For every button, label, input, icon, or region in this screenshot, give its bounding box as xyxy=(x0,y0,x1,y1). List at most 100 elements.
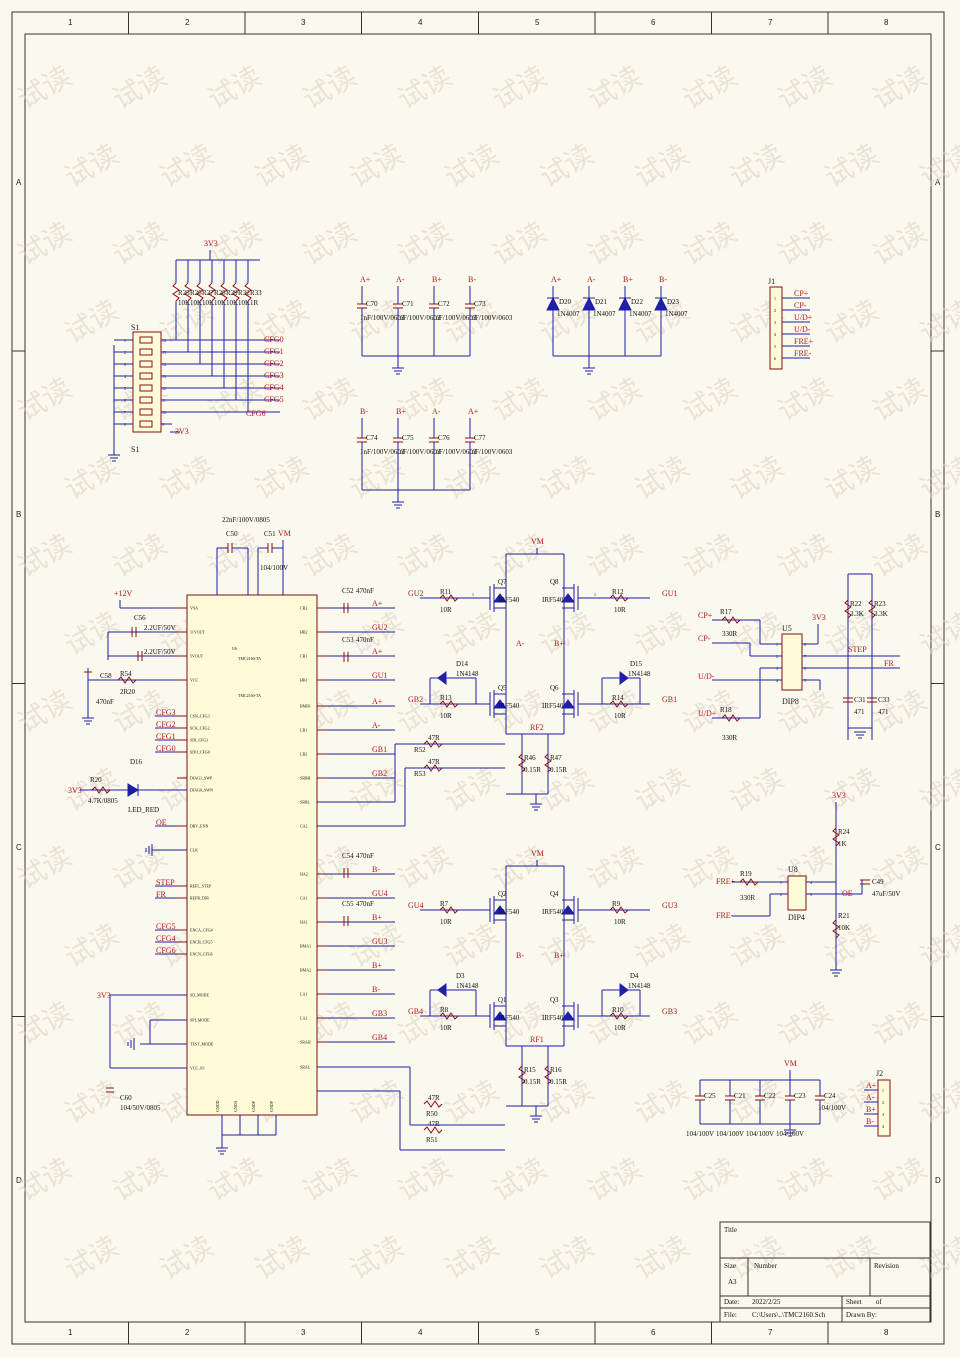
ic-left-net-9: CFG6 xyxy=(156,946,176,955)
c58-name: C58 xyxy=(100,672,112,680)
ic-part-2: TMC2160-TA xyxy=(238,693,261,698)
gate-res-value: 10R xyxy=(440,712,452,720)
ic-right-pin-18: SRAL xyxy=(300,1065,311,1070)
gate-net: GB2 xyxy=(408,695,423,704)
ic-right-net-13: B- xyxy=(372,985,380,994)
col-mark-top-5: 5 xyxy=(535,18,540,27)
ic-right-pin-0: CB2 xyxy=(300,606,307,611)
gate-diode-value: 1N4148 xyxy=(628,982,651,990)
mosfet-body-diode xyxy=(561,593,575,603)
h-bridge-b: VMQ2IRF540Q4IRF540Q1IRF540Q3IRF540R710RG… xyxy=(408,849,678,1144)
gate-diode xyxy=(437,983,447,997)
col-mark-bottom-6: 6 xyxy=(651,1328,656,1337)
mosfet-top-right: Q4 xyxy=(550,890,559,898)
cfg-res-name-0: R25 xyxy=(178,289,190,297)
ic-left-net-5: STEP xyxy=(156,878,175,887)
r17-value: 330R xyxy=(722,630,738,638)
vm-cap-name-0: C25 xyxy=(704,1092,716,1100)
ground-symbol xyxy=(784,1129,796,1137)
clamp-diode-value: 1N4007 xyxy=(665,310,688,318)
date-value: 2022/2/25 xyxy=(752,1298,781,1306)
c33-name: C33 xyxy=(878,696,890,704)
clamp-diode-value: 1N4007 xyxy=(629,310,652,318)
ic-right-pin-16: LA2 xyxy=(300,1016,307,1021)
bridge-out-right: B+ xyxy=(554,639,564,648)
mosfet-body-diode xyxy=(493,699,507,709)
r23-name: R23 xyxy=(874,600,886,608)
d16-value: LED_RED xyxy=(128,806,159,814)
sense-res-value: 0.15R xyxy=(550,1078,567,1086)
gate-res-value: 10R xyxy=(440,606,452,614)
bulk-capacitor-block: A+C701nF/100V/0603A-C711nF/100V/0603B+C7… xyxy=(357,275,513,509)
bulk-cap-name: C71 xyxy=(402,300,414,308)
ic-left-net-1: CFG2 xyxy=(156,720,176,729)
j1-pin-2: 2 xyxy=(774,308,776,313)
title-label: Title xyxy=(724,1226,737,1234)
sense-resistor xyxy=(518,753,526,773)
j1-net-5: FRE+ xyxy=(794,337,814,346)
ic-left-pin-12: REFL_STEP xyxy=(190,884,212,889)
ic-left-pin-10: DRV_ENN xyxy=(190,824,208,829)
row-mark-left-3: D xyxy=(16,1176,22,1185)
cfg-res-name-2: R27 xyxy=(202,289,214,297)
pin-number: 1 xyxy=(472,592,474,597)
sense-res-value: 0.15R xyxy=(524,1078,541,1086)
ic-left-pin-3: VCC xyxy=(190,678,199,683)
bulk-cap-value: 1nF/100V/0603 xyxy=(468,314,513,322)
ic-right-pin-4: BMB1 xyxy=(300,704,311,709)
row-mark-right-0: A xyxy=(935,178,941,187)
c56-value: 2.2UF/50V xyxy=(144,624,176,632)
ic-gnd-pin-1: GNDA xyxy=(233,1100,238,1112)
col-mark-bottom-7: 7 xyxy=(768,1328,773,1337)
gate-res-value: 10R xyxy=(614,918,626,926)
c49-name: C49 xyxy=(872,878,884,886)
gate-res-value: 10R xyxy=(440,1024,452,1032)
bulk-cap-net: A- xyxy=(432,407,441,416)
c54-name: C54 xyxy=(342,852,354,860)
j1-pin-1: 1 xyxy=(774,296,776,301)
u5-fr: FR xyxy=(884,659,894,668)
sense-input-name: R52 xyxy=(414,746,426,754)
cfg-resistor xyxy=(184,282,192,302)
cfg-res-name-1: R26 xyxy=(190,289,202,297)
clamp-diode-symbol xyxy=(618,296,632,311)
j2-pin-4: 4 xyxy=(882,1124,884,1129)
gate-resistor xyxy=(609,594,629,602)
ic-right-pin-13: BMA1 xyxy=(300,944,311,949)
u8-3v3: 3V3 xyxy=(832,791,846,800)
gate-diode-value: 1N4148 xyxy=(456,670,479,678)
mode-3v3: 3V3 xyxy=(97,991,111,1000)
ic-gnd-pin-3: GNDP xyxy=(269,1100,274,1112)
cfg-res-name-3: R28 xyxy=(214,289,226,297)
gate-diode xyxy=(437,671,447,685)
vm-cap-name-3: C23 xyxy=(794,1092,806,1100)
ic-left-net-4: OE xyxy=(156,818,167,827)
ic-ref: U6 xyxy=(232,646,237,651)
cfg-res-value-3: 10K xyxy=(214,299,226,307)
j1-pin-3: 3 xyxy=(774,320,776,325)
ic-right-pin-1: HB2 xyxy=(300,630,308,635)
switch-lever xyxy=(139,396,153,404)
driver-ic-block: U6 TMC2160-TA TMC2160-TA 22nF/100V/0805 … xyxy=(68,516,395,1155)
ic-right-net-8: B- xyxy=(372,865,380,874)
j1-label: J1 xyxy=(768,277,775,286)
j2-net-2: A- xyxy=(866,1093,875,1102)
u8-oe: OE xyxy=(842,889,853,898)
ic-right-pin-8: SRBL xyxy=(300,800,311,805)
r19-value: 330R xyxy=(740,894,756,902)
j1-net-3: U/D+ xyxy=(794,313,813,322)
vm-cap-value-1: 104/100V xyxy=(716,1130,744,1138)
optocoupler-u8: U8 DIP4 1 2 3 4 FRE+ FRE- R19 330R 3V3 R… xyxy=(716,791,900,977)
r21-value: 10K xyxy=(838,924,850,932)
j1-net-2: CP- xyxy=(794,301,807,310)
ic-left-pin-2: 5VOUT xyxy=(190,654,204,659)
c33-value: 471 xyxy=(878,708,889,716)
sense-res-name: R46 xyxy=(524,754,536,762)
gate-diode xyxy=(619,671,629,685)
bulk-cap-value: 1nF/100V/0603 xyxy=(360,314,405,322)
gate-net: GU1 xyxy=(662,589,678,598)
ic-left-pin-5: SCK_CFG2 xyxy=(190,726,210,731)
ground-symbol xyxy=(392,367,404,375)
